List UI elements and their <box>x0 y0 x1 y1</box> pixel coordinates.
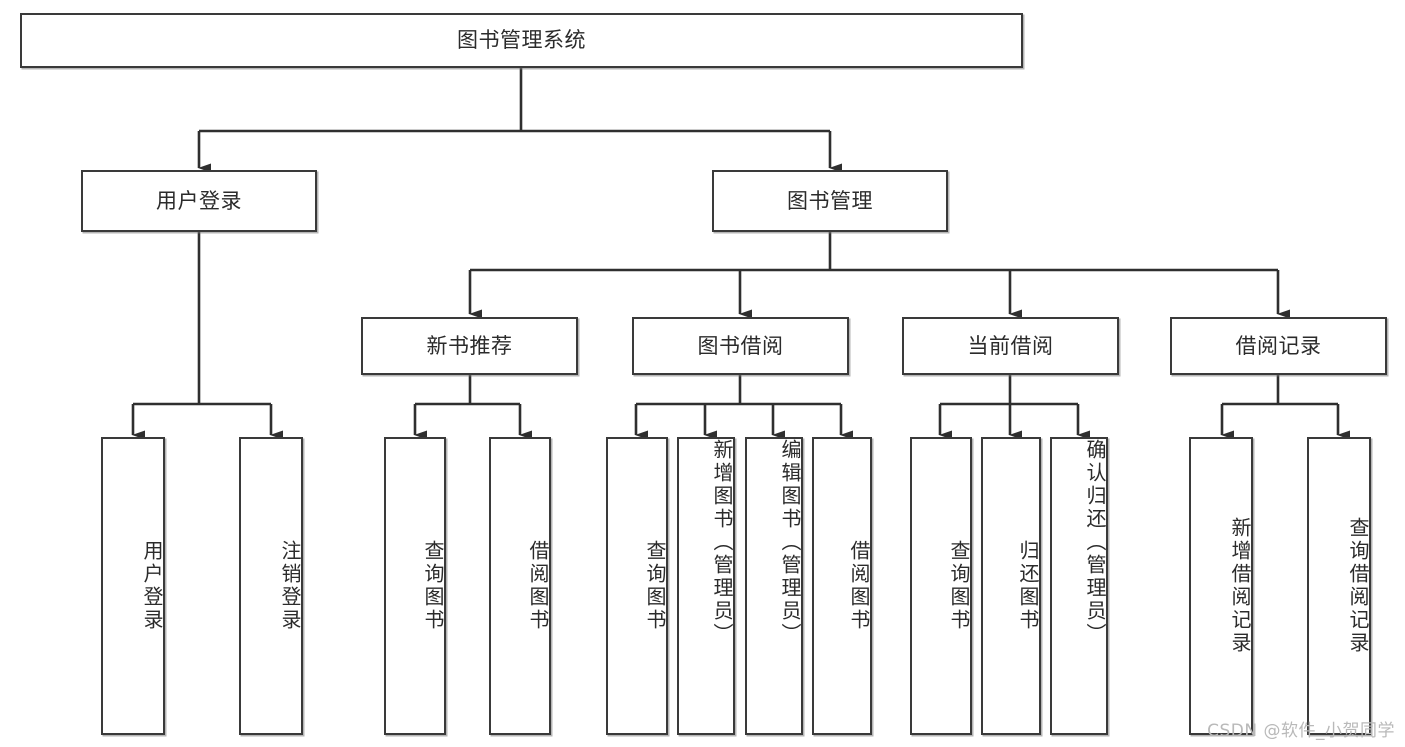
node-new-book-recommend[interactable]: 新书推荐 <box>361 317 578 375</box>
node-borrow-record[interactable]: 借阅记录 <box>1170 317 1387 375</box>
node-new-book-recommend-label: 新书推荐 <box>426 333 513 358</box>
node-leaf-query-record-label: 查询借阅记录 <box>1346 517 1370 655</box>
node-leaf-query-book-1[interactable]: 查询图书 <box>384 437 446 735</box>
node-leaf-query-book-3[interactable]: 查询图书 <box>910 437 972 735</box>
node-leaf-return-book-label: 归还图书 <box>1016 540 1040 632</box>
node-leaf-user-login[interactable]: 用户登录 <box>101 437 165 735</box>
node-leaf-query-book-1-label: 查询图书 <box>421 540 445 632</box>
node-leaf-user-login-label: 用户登录 <box>140 540 164 632</box>
node-leaf-query-book-2-label: 查询图书 <box>643 540 667 632</box>
node-leaf-confirm-return-label: 确认归还（管理员） <box>1083 439 1107 646</box>
node-book-manage-label: 图书管理 <box>787 188 873 213</box>
csdn-watermark: CSDN @软件_小贺同学 <box>1207 721 1395 741</box>
node-root-label: 图书管理系统 <box>457 28 586 53</box>
node-leaf-borrow-book-1[interactable]: 借阅图书 <box>489 437 551 735</box>
node-book-manage[interactable]: 图书管理 <box>712 170 948 232</box>
node-book-borrow[interactable]: 图书借阅 <box>632 317 849 375</box>
node-leaf-query-record[interactable]: 查询借阅记录 <box>1307 437 1371 735</box>
node-book-borrow-label: 图书借阅 <box>697 333 784 358</box>
node-leaf-logout-login-label: 注销登录 <box>278 540 302 632</box>
node-leaf-return-book[interactable]: 归还图书 <box>981 437 1041 735</box>
node-leaf-confirm-return[interactable]: 确认归还（管理员） <box>1050 437 1108 735</box>
node-leaf-edit-book[interactable]: 编辑图书（管理员） <box>745 437 803 735</box>
node-current-borrow[interactable]: 当前借阅 <box>902 317 1119 375</box>
node-root[interactable]: 图书管理系统 <box>20 13 1023 68</box>
node-leaf-logout-login[interactable]: 注销登录 <box>239 437 303 735</box>
node-leaf-add-book-label: 新增图书（管理员） <box>710 439 734 646</box>
node-leaf-borrow-book-2[interactable]: 借阅图书 <box>812 437 872 735</box>
node-leaf-borrow-book-2-label: 借阅图书 <box>847 540 871 632</box>
node-user-login[interactable]: 用户登录 <box>81 170 317 232</box>
node-current-borrow-label: 当前借阅 <box>967 333 1054 358</box>
node-leaf-query-book-2[interactable]: 查询图书 <box>606 437 668 735</box>
node-leaf-add-book[interactable]: 新增图书（管理员） <box>677 437 735 735</box>
node-user-login-label: 用户登录 <box>156 188 242 213</box>
node-leaf-edit-book-label: 编辑图书（管理员） <box>778 439 802 646</box>
node-borrow-record-label: 借阅记录 <box>1235 333 1322 358</box>
node-leaf-add-record-label: 新增借阅记录 <box>1228 517 1252 655</box>
node-leaf-borrow-book-1-label: 借阅图书 <box>526 540 550 632</box>
node-leaf-add-record[interactable]: 新增借阅记录 <box>1189 437 1253 735</box>
node-leaf-query-book-3-label: 查询图书 <box>947 540 971 632</box>
